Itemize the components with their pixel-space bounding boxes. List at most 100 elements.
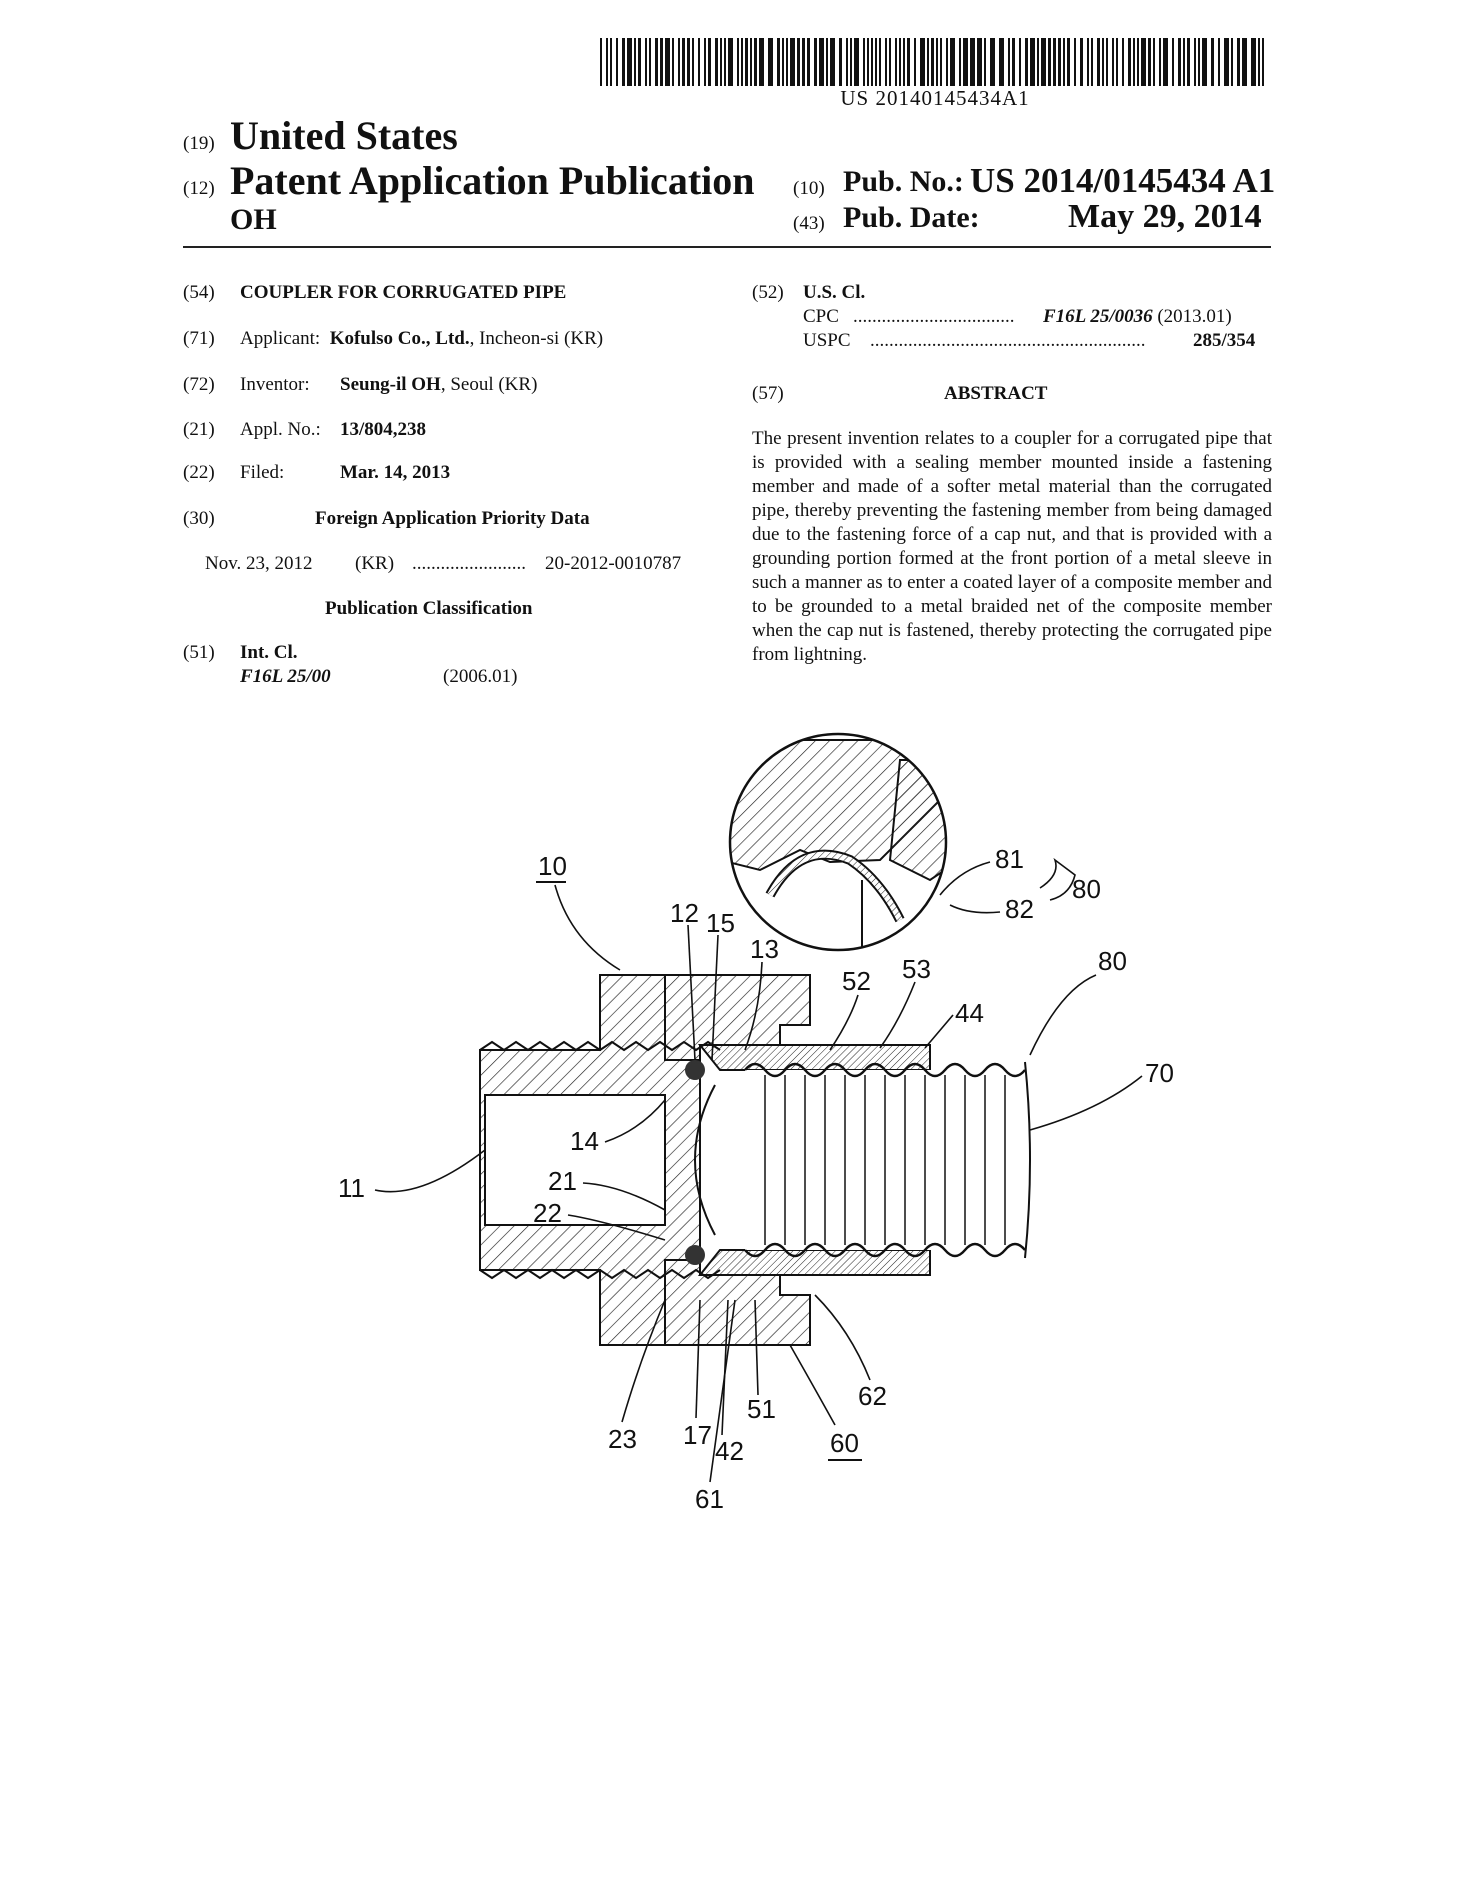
cpc-label: CPC bbox=[803, 306, 839, 327]
int-cl-label: Int. Cl. bbox=[240, 642, 298, 663]
barcode-bar bbox=[741, 38, 743, 86]
barcode-bar bbox=[970, 38, 975, 86]
label-62: 62 bbox=[858, 1381, 887, 1411]
priority-date: Nov. 23, 2012 bbox=[205, 553, 313, 574]
barcode-bar bbox=[759, 38, 764, 86]
barcode-bar bbox=[1262, 38, 1264, 86]
barcode-graphic bbox=[600, 38, 1264, 86]
barcode-bar bbox=[750, 38, 752, 86]
barcode-bar bbox=[1237, 38, 1240, 86]
barcode-bar bbox=[1187, 38, 1190, 86]
label-82: 82 bbox=[1005, 894, 1034, 924]
barcode-bar bbox=[720, 38, 722, 86]
applicant-field: Applicant: Kofulso Co., Ltd., Incheon-si… bbox=[240, 328, 603, 350]
barcode-bar bbox=[1141, 38, 1146, 86]
label-44: 44 bbox=[955, 998, 984, 1028]
barcode-bar bbox=[704, 38, 706, 86]
barcode-bar bbox=[698, 38, 700, 86]
label-13: 13 bbox=[750, 934, 779, 964]
barcode-bar bbox=[814, 38, 817, 86]
barcode-bar bbox=[879, 38, 881, 86]
barcode-bar bbox=[1178, 38, 1181, 86]
barcode-bar bbox=[1231, 38, 1233, 86]
pub-no-label: Pub. No.: bbox=[843, 165, 964, 198]
cpc-dots: .................................. bbox=[853, 306, 1015, 327]
abstract-text: The present invention relates to a coupl… bbox=[752, 428, 1272, 665]
cpc-year: (2013.01) bbox=[1157, 306, 1232, 327]
barcode-bar bbox=[672, 38, 674, 86]
barcode-bar bbox=[1183, 38, 1185, 86]
barcode-bar bbox=[1080, 38, 1083, 86]
leader-lines bbox=[374, 857, 1143, 1483]
barcode-bar bbox=[950, 38, 955, 86]
barcode-bar bbox=[1058, 38, 1061, 86]
barcode-bar bbox=[889, 38, 891, 86]
code-51: (51) bbox=[183, 642, 215, 663]
label-12: 12 bbox=[670, 898, 699, 928]
priority-number: 20-2012-0010787 bbox=[545, 553, 682, 574]
barcode-bar bbox=[931, 38, 934, 86]
label-11: 11 bbox=[338, 1173, 365, 1203]
inventor-label: Inventor: bbox=[240, 374, 310, 395]
cpc-field: F16L 25/0036 (2013.01) bbox=[1043, 306, 1232, 328]
barcode-bar bbox=[1112, 38, 1114, 86]
code-30: (30) bbox=[183, 508, 215, 529]
inventor-short: OH bbox=[230, 203, 277, 236]
pub-date-label: Pub. Date: bbox=[843, 201, 980, 234]
barcode-bar bbox=[1218, 38, 1220, 86]
invention-title: COUPLER FOR CORRUGATED PIPE bbox=[240, 282, 567, 303]
barcode-bar bbox=[1116, 38, 1118, 86]
barcode-bar bbox=[846, 38, 848, 86]
code-22: (22) bbox=[183, 462, 215, 483]
appl-no: 13/804,238 bbox=[340, 419, 427, 440]
inventor-location: , Seoul (KR) bbox=[440, 374, 538, 395]
barcode-bar bbox=[1067, 38, 1070, 86]
applicant-location: , Incheon-si (KR) bbox=[469, 328, 604, 349]
label-14: 14 bbox=[570, 1126, 599, 1156]
barcode-bar bbox=[1194, 38, 1196, 86]
barcode-bar bbox=[999, 38, 1004, 86]
appl-no-label: Appl. No.: bbox=[240, 419, 321, 440]
label-61: 61 bbox=[695, 1484, 724, 1514]
barcode-bar bbox=[895, 38, 897, 86]
label-60: 60 bbox=[830, 1428, 859, 1458]
barcode-bar bbox=[610, 38, 612, 86]
label-70: 70 bbox=[1145, 1058, 1174, 1088]
label-53: 53 bbox=[902, 954, 931, 984]
patent-drawing: 10 12 15 13 52 53 44 80 81 82 80 70 14 1… bbox=[338, 732, 1174, 1514]
code-21: (21) bbox=[183, 419, 215, 440]
barcode-bar bbox=[1198, 38, 1200, 86]
label-23: 23 bbox=[608, 1424, 637, 1454]
label-10: 10 bbox=[538, 851, 567, 881]
barcode-bar bbox=[850, 38, 852, 86]
barcode-bar bbox=[1037, 38, 1039, 86]
barcode-bar bbox=[903, 38, 905, 86]
barcode-bar bbox=[724, 38, 726, 86]
label-80-detail: 80 bbox=[1072, 874, 1101, 904]
barcode-bar bbox=[649, 38, 651, 86]
barcode-bar bbox=[1097, 38, 1100, 86]
barcode-bar bbox=[940, 38, 942, 86]
barcode-bar bbox=[627, 38, 632, 86]
abstract-heading: ABSTRACT bbox=[944, 383, 1048, 404]
barcode-bar bbox=[826, 38, 828, 86]
barcode-bar bbox=[687, 38, 690, 86]
barcode-bar bbox=[1102, 38, 1104, 86]
barcode-bar bbox=[715, 38, 718, 86]
code-57: (57) bbox=[752, 383, 784, 404]
barcode-bar bbox=[634, 38, 636, 86]
barcode-bar bbox=[1159, 38, 1161, 86]
barcode-bar bbox=[638, 38, 641, 86]
barcode-bar bbox=[807, 38, 810, 86]
applicant-name: Kofulso Co., Ltd. bbox=[329, 328, 470, 349]
barcode-bar bbox=[1122, 38, 1124, 86]
code-72: (72) bbox=[183, 374, 215, 395]
int-cl-year: (2006.01) bbox=[443, 666, 518, 687]
barcode-bar bbox=[606, 38, 608, 86]
barcode-bar bbox=[745, 38, 748, 86]
code-10: (10) bbox=[793, 178, 825, 199]
barcode-bar bbox=[1074, 38, 1076, 86]
barcode-bar bbox=[1012, 38, 1015, 86]
barcode-bar bbox=[959, 38, 961, 86]
detail-view bbox=[728, 732, 948, 952]
